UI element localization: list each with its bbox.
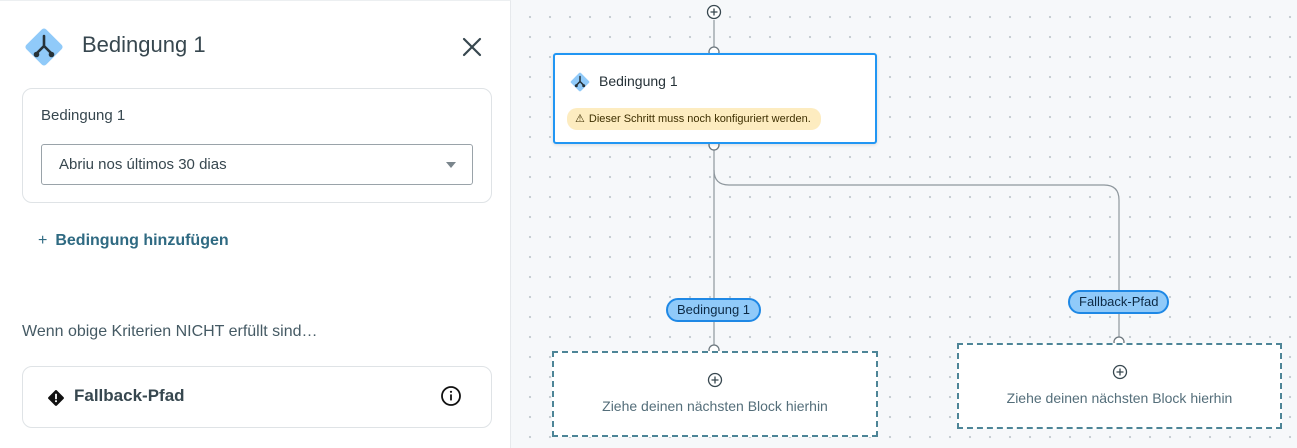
- config-panel: Bedingung 1 Bedingung 1 Abriu nos último…: [0, 0, 511, 448]
- condition-node[interactable]: Bedingung 1 ⚠Dieser Schritt muss noch ko…: [553, 53, 877, 144]
- warning-triangle-icon: ⚠: [575, 113, 585, 125]
- close-icon[interactable]: [458, 33, 486, 61]
- fallback-description: Wenn obige Kriterien NICHT erfüllt sind…: [22, 323, 318, 340]
- add-step-above-icon[interactable]: [706, 4, 722, 20]
- panel-title: Bedingung 1: [82, 32, 206, 57]
- info-icon[interactable]: [440, 385, 462, 407]
- plus-circle-icon[interactable]: [1112, 364, 1128, 380]
- add-condition-button[interactable]: + Bedingung hinzufügen: [38, 232, 229, 254]
- drop-zone-condition[interactable]: Ziehe deinen nächsten Block hierhin: [552, 351, 878, 437]
- drop-zone-text: Ziehe deinen nächsten Block hierhin: [1006, 390, 1233, 406]
- plus-icon: +: [38, 232, 48, 249]
- fallback-card: Fallback-Pfad: [22, 366, 492, 428]
- chevron-down-icon: [446, 162, 456, 168]
- fallback-label: Fallback-Pfad: [74, 386, 185, 405]
- drop-zone-text: Ziehe deinen nächsten Block hierhin: [602, 398, 828, 414]
- condition-select-value: Abriu nos últimos 30 dias: [59, 156, 227, 173]
- warning-badge: ⚠Dieser Schritt muss noch konfiguriert w…: [567, 108, 821, 130]
- branch-pill-fallback[interactable]: Fallback-Pfad: [1068, 290, 1170, 314]
- flow-canvas[interactable]: Bedingung 1 ⚠Dieser Schritt muss noch ko…: [511, 0, 1297, 448]
- branch-pill-condition[interactable]: Bedingung 1: [666, 298, 762, 322]
- condition-card: Bedingung 1 Abriu nos últimos 30 dias: [22, 88, 492, 203]
- drop-zone-fallback[interactable]: Ziehe deinen nächsten Block hierhin: [957, 343, 1282, 429]
- condition-select[interactable]: Abriu nos últimos 30 dias: [41, 144, 473, 185]
- add-condition-label: Bedingung hinzufügen: [55, 232, 229, 249]
- warning-diamond-icon: [48, 390, 64, 406]
- branch-diamond-icon: [570, 72, 590, 92]
- node-title: Bedingung 1: [599, 73, 678, 89]
- plus-circle-icon[interactable]: [707, 372, 723, 388]
- panel-header: Bedingung 1: [22, 25, 492, 69]
- warning-text: Dieser Schritt muss noch konfiguriert we…: [588, 113, 811, 125]
- branch-diamond-icon: [25, 28, 63, 66]
- condition-label: Bedingung 1: [41, 107, 126, 124]
